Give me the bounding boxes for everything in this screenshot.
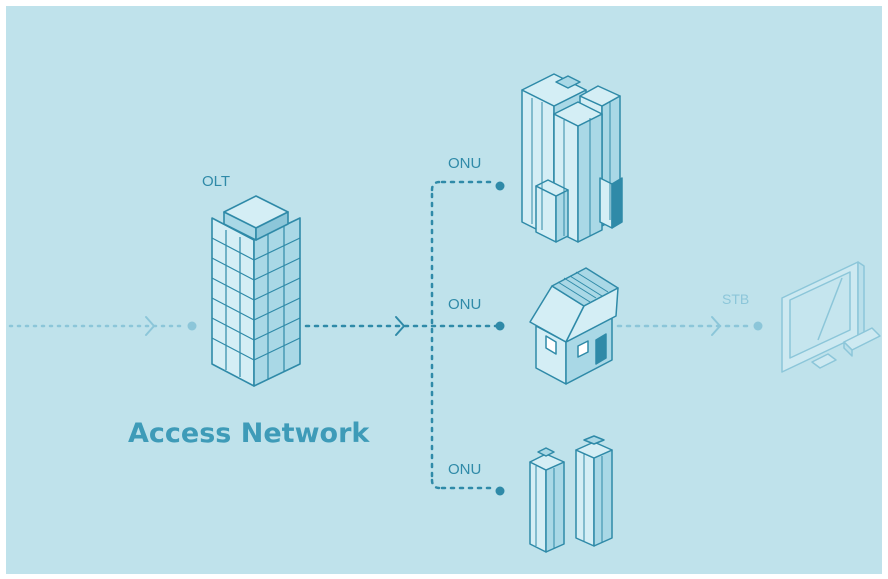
stb-dot — [753, 321, 763, 331]
onu-bottom-dot — [495, 486, 505, 496]
access-network-diagram: OLT ONU ONU ONU STB Access Network — [6, 6, 882, 574]
skyscraper-cluster-icon — [521, 73, 623, 243]
stb-label: STB — [722, 291, 749, 307]
onu-mid-dot — [495, 321, 505, 331]
onu-bottom-label: ONU — [448, 461, 481, 478]
monitor-icon — [781, 261, 881, 373]
onu-mid-label: ONU — [448, 296, 481, 313]
feeder-arrow-icon — [395, 316, 406, 336]
twin-towers-icon — [529, 435, 613, 553]
stb-arrow-icon — [711, 316, 722, 336]
onu-top-dot — [495, 181, 505, 191]
diagram-background — [6, 6, 882, 574]
olt-label: OLT — [202, 173, 230, 190]
split-top-curve — [430, 180, 442, 192]
fiber-links — [8, 180, 763, 496]
split-bottom-curve — [430, 478, 442, 490]
diagram-title: Access Network — [128, 418, 370, 449]
incoming-node-dot — [187, 321, 197, 331]
olt-tower-icon — [211, 195, 301, 387]
incoming-arrow-icon — [145, 316, 156, 336]
onu-top-label: ONU — [448, 155, 481, 172]
house-icon — [529, 267, 619, 385]
